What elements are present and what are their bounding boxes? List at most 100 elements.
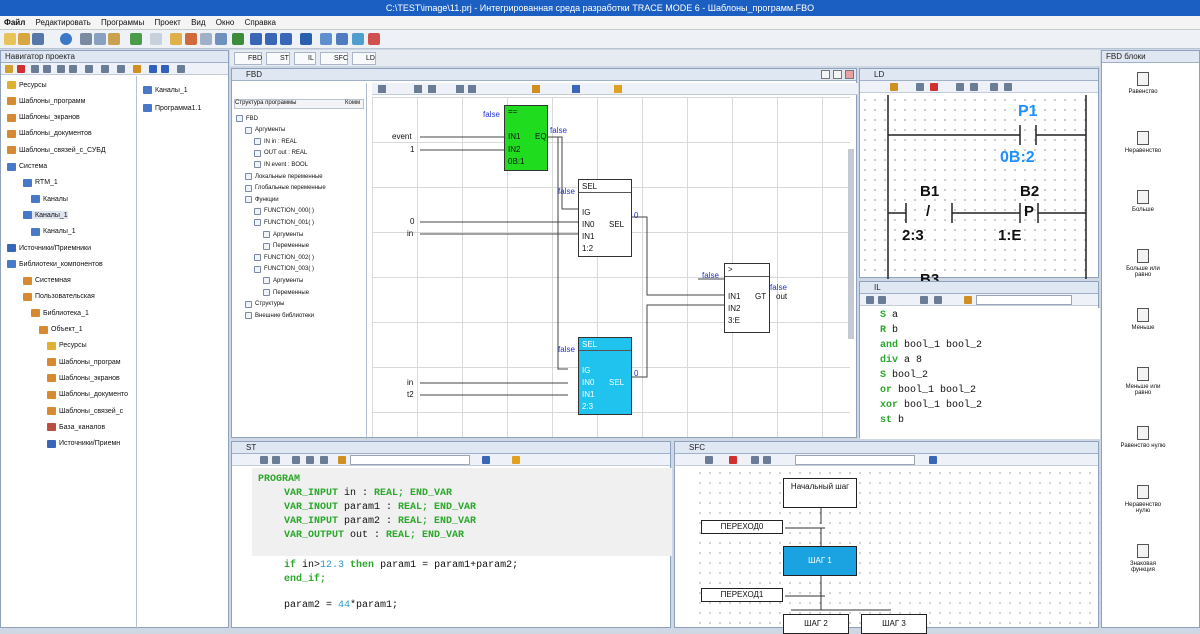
structure-item[interactable]: FUNCTION_002( ) [254,254,314,262]
delete-icon[interactable] [729,456,737,464]
paste-icon[interactable] [320,456,328,464]
tree-item[interactable]: Шаблоны_документо [47,390,128,399]
maximize-button[interactable] [833,70,842,79]
copy-icon[interactable] [94,33,106,45]
globe-icon[interactable] [60,33,72,45]
eq-block[interactable]: == IN1 IN2 0B:1 EQ [504,105,548,171]
menu-view[interactable]: Вид [191,18,206,27]
new-icon[interactable] [4,33,16,45]
copy-icon[interactable] [934,296,942,304]
filter-icon[interactable] [101,65,109,73]
page-icon[interactable] [150,33,162,45]
redo-icon[interactable] [43,65,51,73]
structure-item[interactable]: FUNCTION_000( ) [254,207,314,215]
run-icon[interactable] [232,33,244,45]
add-icon[interactable] [5,65,13,73]
undo-icon[interactable] [456,85,464,93]
structure-item[interactable]: OUT out : REAL [254,149,307,157]
wire-icon[interactable] [572,85,580,93]
palette-block[interactable]: Больше или равно [1118,249,1168,278]
cut-icon[interactable] [414,85,422,93]
tree-item[interactable]: Каналы_1 [23,211,68,220]
step-icon[interactable] [250,33,262,45]
palette-block[interactable]: Знаковая функция [1118,544,1168,573]
cut-icon[interactable] [920,296,928,304]
redo-icon[interactable] [468,85,476,93]
cut-icon[interactable] [705,456,713,464]
paste-icon[interactable] [108,33,120,45]
structure-item[interactable]: Структуры [245,300,284,308]
zoom-icon[interactable] [890,83,898,91]
window-icon[interactable] [336,33,348,45]
cut-icon[interactable] [80,33,92,45]
gt-block[interactable]: > IN1 IN2 3:E GT [724,263,770,333]
tree-item[interactable]: Шаблоны_связей_с_СУБД [7,146,106,155]
fbd-canvas[interactable]: == IN1 IN2 0B:1 EQ SEL IG IN0 IN1 1:2 SE… [372,97,850,437]
save-icon[interactable] [32,33,44,45]
menu-programs[interactable]: Программы [101,18,145,27]
st-search-input[interactable] [350,455,470,465]
open-icon[interactable] [18,33,30,45]
cascade-icon[interactable] [368,33,380,45]
tree-item[interactable]: Шаблоны_программ [7,97,85,106]
redo-icon[interactable] [878,296,886,304]
arrow-up-icon[interactable] [300,33,312,45]
plug-icon[interactable] [280,33,292,45]
sfc-start-step[interactable]: Начальный шаг [783,478,857,508]
palette-block[interactable]: Неравенство [1118,131,1168,154]
sfc-transition[interactable]: ПЕРЕХОД1 [701,588,783,602]
copy-icon[interactable] [57,65,65,73]
tree-item[interactable]: Каналы [31,195,68,204]
copy-icon[interactable] [306,456,314,464]
view-icon[interactable] [85,65,93,73]
chart-icon[interactable] [185,33,197,45]
cut-icon[interactable] [916,83,924,91]
structure-item[interactable]: Локальные переменные [245,173,323,180]
tree-item[interactable]: Библиотека_1 [31,309,89,318]
search-icon[interactable] [133,65,141,73]
tree-item[interactable]: Библиотеки_компонентов [7,260,103,269]
tab-sfc[interactable]: SFC [320,52,348,65]
settings-icon[interactable] [177,65,185,73]
sfc-canvas[interactable]: Начальный шаг ПЕРЕХОД0 ШАГ 1 ПЕРЕХОД1 ША… [695,468,1100,634]
menu-help[interactable]: Справка [244,18,276,27]
structure-item[interactable]: Глобальные переменные [245,184,326,192]
tree-item[interactable]: База_каналов [47,423,105,432]
tree-item[interactable]: RTM_1 [23,178,58,187]
palette-block[interactable]: Больше [1118,190,1168,213]
tree-item[interactable]: Шаблоны_экранов [7,113,80,122]
sort-icon[interactable] [117,65,125,73]
monitor-icon[interactable] [320,33,332,45]
palette-block[interactable]: Меньше или равно [1118,367,1168,396]
zoom-icon[interactable] [964,296,972,304]
sel-block[interactable]: SEL IG IN0 IN1 1:2 SEL [578,179,632,257]
tab-st[interactable]: ST [266,52,290,65]
doc-icon[interactable] [200,33,212,45]
list-item[interactable]: Каналы_1 [143,86,188,94]
select-icon[interactable] [378,85,386,93]
palette-block[interactable]: Равенство [1118,72,1168,95]
zoom-icon[interactable] [338,456,346,464]
palette-block[interactable]: Меньше [1118,308,1168,331]
close-button[interactable] [845,70,854,79]
structure-item[interactable]: FBD [236,115,258,122]
build-icon[interactable] [614,85,622,93]
structure-item[interactable]: Внешние библиотеки [245,312,314,320]
tree-item[interactable]: Шаблоны_экранов [47,374,120,383]
zoom-icon[interactable] [532,85,540,93]
tab-il[interactable]: IL [294,52,316,65]
tree-item[interactable]: Шаблоны_програм [47,358,121,367]
list-item[interactable]: Программа1.1 [143,104,201,112]
tab-fbd[interactable]: FBD [234,52,262,65]
cut-icon[interactable] [292,456,300,464]
tree-item[interactable]: Ресурсы [7,81,47,89]
redo-icon[interactable] [272,456,280,464]
tree-item[interactable]: Каналы_1 [31,227,76,236]
menu-edit[interactable]: Редактировать [35,18,91,27]
up-icon[interactable] [149,65,157,73]
sel-block-active[interactable]: SEL IG IN0 IN1 2:3 SEL [578,337,632,415]
structure-item[interactable]: Аргументы [245,126,285,134]
tree-item[interactable]: Система [7,162,47,171]
